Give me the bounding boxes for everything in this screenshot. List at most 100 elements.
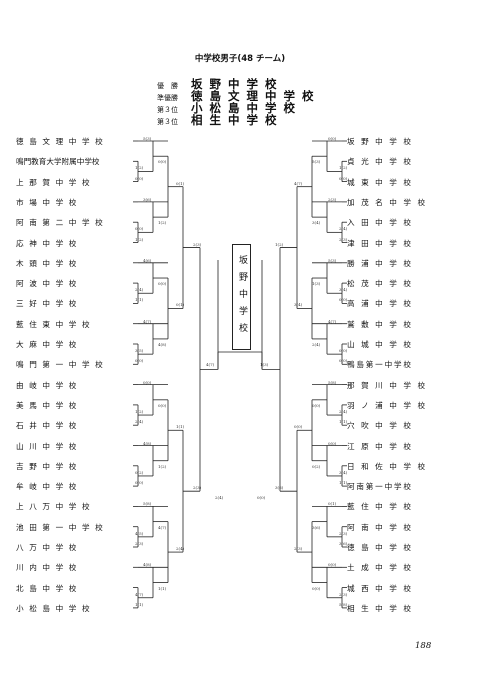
team-left: 池田第一中学校 [16, 522, 109, 532]
team-left: 三好中学校 [16, 299, 82, 309]
score-label: 3(6) [339, 541, 348, 546]
score-label: 1(1) [339, 419, 348, 425]
result-label: 準優勝 [157, 94, 178, 102]
score-label: 5(8) [328, 379, 337, 385]
score-label: 2(4) [135, 419, 144, 425]
score-label: 2(3) [193, 485, 202, 491]
page-number: 188 [415, 641, 432, 651]
score-label: 0(0) [328, 440, 337, 446]
team-right: 津田中学校 [347, 238, 418, 248]
team-left: 吉野中学校 [16, 461, 82, 471]
score-label: 0(0) [339, 297, 348, 303]
score-label: 0(0) [257, 495, 266, 501]
team-right: 日和佐中学校 [347, 461, 432, 471]
score-label: 3(4) [339, 469, 348, 475]
result-label: 第３位 [157, 106, 178, 114]
team-right: 松茂中学校 [347, 279, 418, 289]
score-label: 1(1) [158, 585, 167, 591]
score-label: 2(3) [339, 236, 348, 242]
score-label: 2(4) [339, 226, 348, 232]
result-label: 優 勝 [157, 82, 178, 90]
champion-box: 坂野中学校 [232, 244, 251, 350]
result-name: 小松島中学校 [191, 101, 302, 115]
score-label: 1(2) [135, 236, 144, 242]
score-label: 2(3) [328, 196, 337, 202]
team-right: 坂野中学校 [347, 137, 418, 146]
score-label: 1(1) [176, 424, 185, 430]
team-left: 上那賀中学校 [16, 177, 96, 187]
score-label: 0(0) [135, 175, 144, 181]
score-label: 4(7) [328, 318, 337, 324]
score-label: 1(1) [135, 297, 144, 303]
score-label: 4(5) [135, 530, 144, 536]
team-right: 羽ノ浦中学校 [347, 400, 432, 410]
score-label: 0(1) [328, 501, 337, 507]
team-right: 城東中学校 [347, 177, 418, 187]
team-right: 江原中学校 [347, 441, 418, 451]
score-label: 5(3) [312, 159, 321, 165]
team-right: 山城中学校 [347, 340, 418, 349]
score-label: 2(3) [135, 541, 144, 546]
score-label: 4(7) [143, 318, 152, 324]
score-label: 5(3) [328, 257, 337, 263]
team-left: 由岐中学校 [16, 380, 82, 390]
score-label: 0(0) [158, 281, 167, 287]
team-right: 藍住中学校 [347, 502, 418, 512]
result-row: 準優勝徳島文理中学校 [157, 88, 321, 103]
score-label: 2(4) [339, 408, 348, 414]
result-row: 第３位 小松島中学校 [157, 100, 321, 115]
score-label: 1(3) [312, 281, 321, 287]
score-label: 4(7) [206, 362, 215, 368]
team-right: 阿南第一中学校 [347, 482, 413, 492]
team-right: 城西中学校 [347, 583, 418, 593]
result-label: 第３位 [157, 118, 178, 126]
score-label: 2(3) [193, 241, 202, 247]
score-label: 0(0) [158, 159, 167, 165]
score-label: 1(2) [339, 165, 348, 171]
score-label: 4(7) [135, 591, 144, 597]
result-row: 優 勝坂野中学校 [157, 76, 321, 91]
team-left: 木頭中学校 [16, 258, 82, 268]
team-right: 鷲敷中学校 [347, 319, 418, 329]
team-left: 小松島中学校 [16, 603, 96, 613]
score-label: 0(0) [294, 424, 303, 430]
team-left: 市場中学校 [16, 197, 82, 207]
score-label: 4(8) [143, 440, 152, 446]
score-label: 3(4) [339, 287, 348, 293]
team-left: 牟岐中学校 [16, 482, 82, 492]
team-left: 山川中学校 [16, 441, 82, 451]
score-label: 3(6) [312, 524, 321, 530]
score-label: 0(0) [339, 358, 348, 364]
result-name: 相生中学校 [191, 113, 284, 127]
score-label: 5(3) [143, 136, 152, 141]
team-right: 勝浦中学校 [347, 258, 418, 268]
score-label: 0(0) [328, 136, 337, 141]
score-label: 0(0) [135, 358, 144, 364]
team-left: 阿南第二中学校 [16, 218, 109, 228]
team-right: 入田中学校 [347, 218, 418, 228]
score-label: 2(4) [135, 287, 144, 293]
team-left: 石井中学校 [16, 421, 82, 431]
score-label: 4(8) [158, 341, 167, 347]
score-label: 0(0) [158, 402, 167, 408]
team-right: 鴨島第一中学校 [347, 360, 413, 370]
score-label: 1(1) [339, 480, 348, 486]
score-label: 1(3) [260, 362, 269, 368]
score-label: 0(0) [312, 402, 321, 408]
score-label: 2(4) [176, 546, 185, 552]
score-label: 4(7) [294, 180, 303, 186]
team-right: 土成中学校 [347, 563, 418, 573]
score-label: 3(4) [312, 220, 321, 226]
score-label: 0(0) [339, 175, 348, 181]
score-label: 4(8) [143, 562, 152, 568]
team-left: 藍住東中学校 [16, 319, 96, 329]
team-left: 応神中学校 [16, 238, 82, 248]
score-label: 0(0) [312, 585, 321, 591]
page-title: 中学校男子(48 チーム) [194, 54, 286, 64]
score-label: 5(8) [143, 501, 152, 507]
score-label: 0(0) [328, 562, 337, 568]
results-list: 優 勝坂野中学校 準優勝徳島文理中学校 第３位小松島中学校 第３位相生中学校 [157, 76, 321, 127]
score-label: 0(0) [339, 348, 348, 353]
score-label: 0(2) [135, 469, 144, 475]
